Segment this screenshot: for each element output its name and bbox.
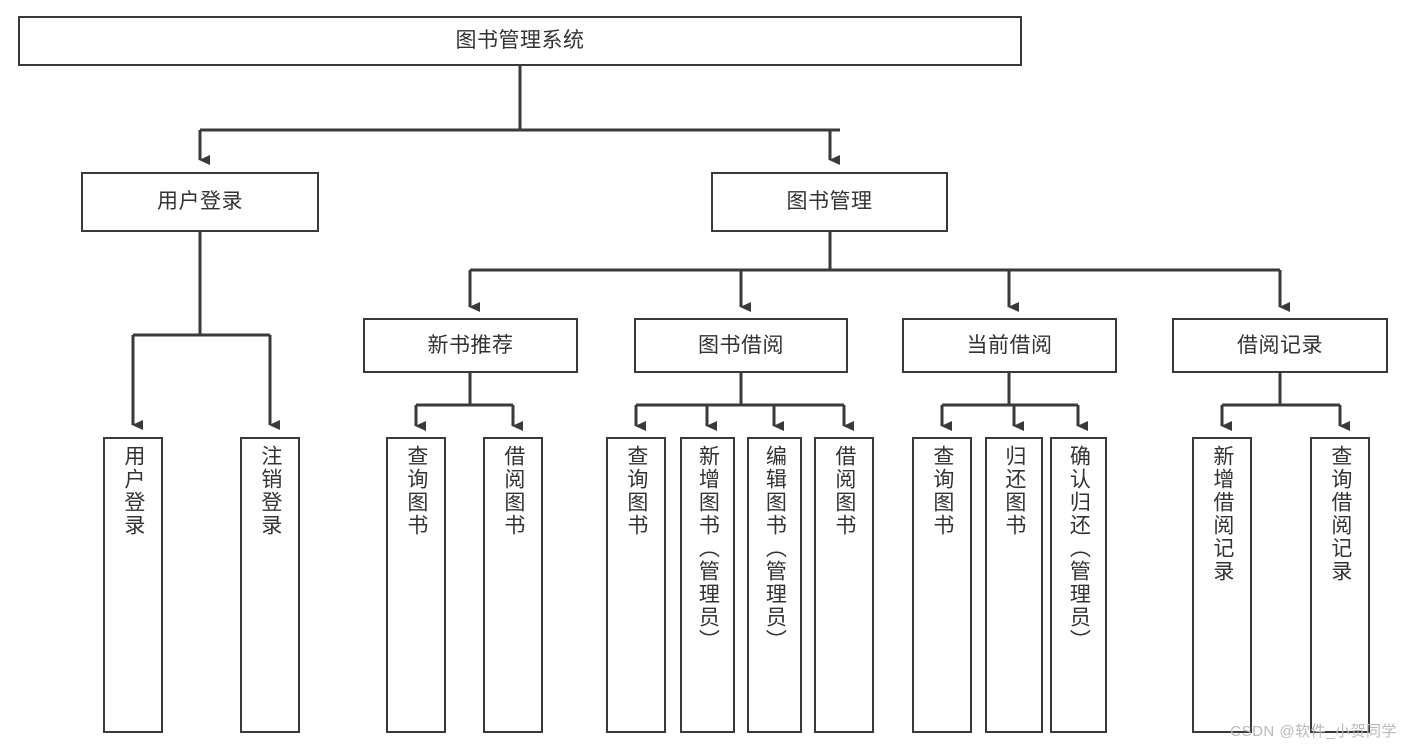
node-label-leaf-query-book-3: 查询图书 xyxy=(930,445,954,537)
node-user-login[interactable]: 用户登录 xyxy=(81,172,319,232)
node-label-root: 图书管理系统 xyxy=(455,29,585,53)
node-label-leaf-query-book-1: 查询图书 xyxy=(404,445,428,537)
node-leaf-return-book[interactable]: 归还图书 xyxy=(985,437,1043,733)
node-label-leaf-borrow-book-1: 借阅图书 xyxy=(501,445,525,537)
node-book-borrow[interactable]: 图书借阅 xyxy=(634,318,848,373)
node-leaf-query-borrow-record[interactable]: 查询借阅记录 xyxy=(1310,437,1370,733)
node-label-leaf-query-book-2: 查询图书 xyxy=(624,445,648,537)
node-label-leaf-logout: 注销登录 xyxy=(258,445,282,537)
node-borrow-record[interactable]: 借阅记录 xyxy=(1172,318,1388,373)
node-leaf-query-book-1[interactable]: 查询图书 xyxy=(386,437,446,733)
node-leaf-edit-book[interactable]: 编辑图书（管理员） xyxy=(747,437,802,733)
node-label-borrow-record: 借阅记录 xyxy=(1237,333,1323,357)
node-new-book-recommend[interactable]: 新书推荐 xyxy=(363,318,578,373)
node-leaf-confirm-return[interactable]: 确认归还（管理员） xyxy=(1050,437,1107,733)
csdn-watermark: CSDN @软件_小贺同学 xyxy=(1230,723,1397,740)
node-leaf-logout[interactable]: 注销登录 xyxy=(240,437,300,733)
node-book-manage[interactable]: 图书管理 xyxy=(711,172,948,232)
node-label-current-borrow: 当前借阅 xyxy=(966,333,1053,357)
node-label-book-borrow: 图书借阅 xyxy=(698,333,784,357)
node-label-user-login: 用户登录 xyxy=(157,190,243,214)
node-label-new-book-recommend: 新书推荐 xyxy=(427,333,514,357)
node-leaf-add-book[interactable]: 新增图书（管理员） xyxy=(680,437,735,733)
node-current-borrow[interactable]: 当前借阅 xyxy=(902,318,1117,373)
node-label-leaf-confirm-return: 确认归还（管理员） xyxy=(1067,445,1091,652)
node-leaf-add-borrow-record[interactable]: 新增借阅记录 xyxy=(1192,437,1252,733)
node-leaf-query-book-2[interactable]: 查询图书 xyxy=(606,437,666,733)
node-leaf-user-login[interactable]: 用户登录 xyxy=(103,437,163,733)
node-label-book-manage: 图书管理 xyxy=(786,190,873,214)
node-leaf-borrow-book-2[interactable]: 借阅图书 xyxy=(814,437,874,733)
node-label-leaf-edit-book: 编辑图书（管理员） xyxy=(763,445,787,652)
node-leaf-query-book-3[interactable]: 查询图书 xyxy=(912,437,972,733)
node-root-system[interactable]: 图书管理系统 xyxy=(18,16,1022,66)
node-label-leaf-query-borrow-record: 查询借阅记录 xyxy=(1328,445,1352,583)
node-leaf-borrow-book-1[interactable]: 借阅图书 xyxy=(483,437,543,733)
node-label-leaf-borrow-book-2: 借阅图书 xyxy=(832,445,856,537)
node-label-leaf-user-login: 用户登录 xyxy=(121,445,145,537)
node-label-leaf-add-book: 新增图书（管理员） xyxy=(696,445,720,652)
node-label-leaf-add-borrow-record: 新增借阅记录 xyxy=(1210,445,1234,583)
node-label-leaf-return-book: 归还图书 xyxy=(1002,445,1026,537)
